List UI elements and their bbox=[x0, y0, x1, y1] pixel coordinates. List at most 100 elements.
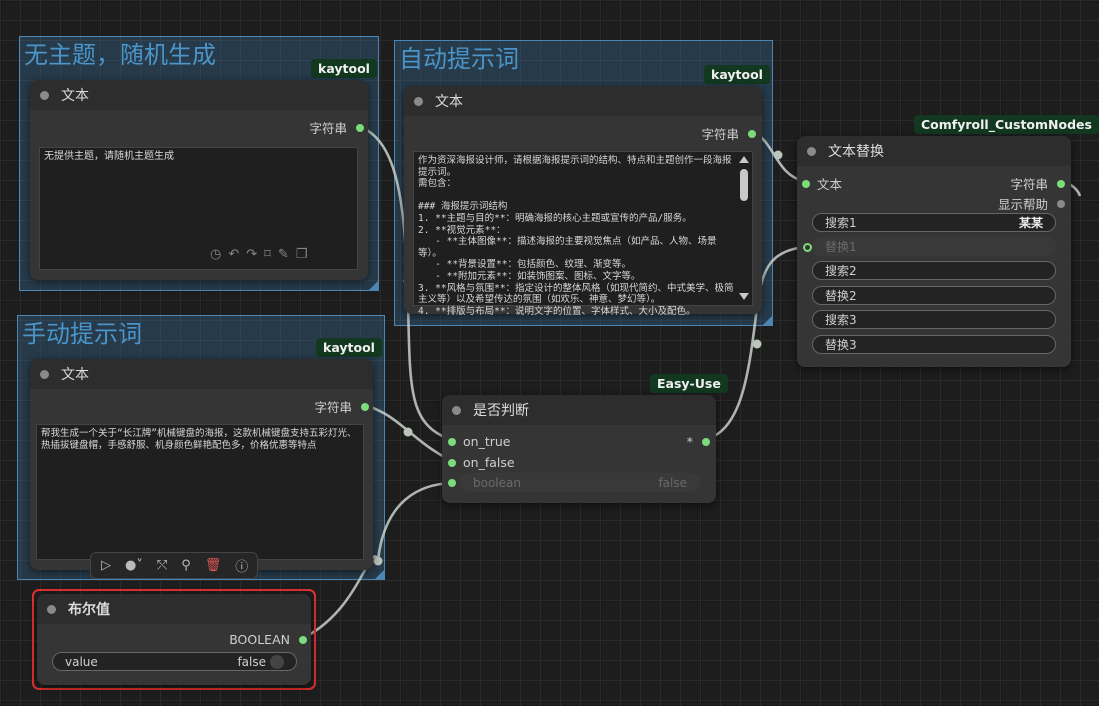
node-header[interactable]: 是否判断 bbox=[442, 395, 716, 425]
group-title: 自动提示词 bbox=[399, 45, 519, 73]
node-header[interactable]: 文本 bbox=[30, 80, 368, 110]
widget-name: 搜索2 bbox=[825, 264, 857, 278]
replace3-field[interactable]: 替换3 bbox=[812, 335, 1056, 354]
copy-icon[interactable]: ❐ bbox=[295, 247, 308, 262]
pin-icon[interactable]: ⚲ bbox=[181, 558, 191, 573]
selection-toolbox: ▷ ●˅ ⤲ ⚲ 🗑 ⓘ bbox=[90, 552, 258, 579]
bookmark-icon[interactable]: ⌑ bbox=[264, 247, 271, 262]
redo-icon[interactable]: ↷ bbox=[246, 247, 258, 262]
magic-wand-icon[interactable]: ✎ bbox=[277, 247, 289, 262]
input-label: on_true bbox=[463, 434, 511, 449]
output-port-icon[interactable] bbox=[356, 123, 364, 132]
widget-value: 某某 bbox=[1018, 216, 1043, 230]
output-port-icon[interactable] bbox=[299, 635, 307, 644]
output-port-icon[interactable] bbox=[1057, 179, 1065, 188]
node-title: 布尔值 bbox=[68, 602, 110, 618]
widget-name: value bbox=[65, 654, 98, 669]
output-label: 字符串 bbox=[701, 127, 739, 142]
textarea-scrollbar[interactable] bbox=[738, 156, 749, 301]
output-port-icon[interactable] bbox=[1057, 199, 1065, 208]
input-port-icon[interactable] bbox=[448, 437, 456, 446]
node-title: 文本 bbox=[435, 94, 463, 110]
help-icon[interactable]: ⓘ bbox=[235, 560, 249, 575]
input-on-false[interactable]: on_false bbox=[448, 455, 515, 470]
output-string[interactable]: 字符串 bbox=[1010, 174, 1065, 193]
if-else-node[interactable]: 是否判断 on_true on_false * boolean false bbox=[442, 395, 716, 503]
group-resize-handle[interactable] bbox=[763, 316, 772, 325]
output-label: BOOLEAN bbox=[229, 632, 290, 647]
text-input[interactable]: 无提供主题，请随机主题生成 bbox=[39, 147, 358, 270]
collapse-dot-icon[interactable] bbox=[40, 369, 49, 379]
group-resize-handle[interactable] bbox=[375, 570, 384, 579]
output-any[interactable]: * bbox=[687, 434, 710, 449]
node-header[interactable]: 文本替换 bbox=[797, 136, 1071, 166]
text-node-auto[interactable]: 文本 字符串 作为资深海报设计师，请根据海报提示词的结构、特点和主题创作一段海报… bbox=[404, 86, 762, 317]
history-icon[interactable]: ◷ bbox=[210, 247, 222, 262]
input-port-icon[interactable] bbox=[448, 479, 456, 487]
output-label: 字符串 bbox=[1010, 177, 1048, 192]
widget-name: 搜索1 bbox=[825, 216, 857, 230]
collapse-dot-icon[interactable] bbox=[452, 405, 461, 415]
text-input[interactable]: 帮我生成一个关于“长江牌”机械键盘的海报，这款机械键盘支持五彩灯光、热插拔键盘帽… bbox=[36, 424, 364, 560]
undo-icon[interactable]: ↶ bbox=[228, 247, 240, 262]
toggle-knob-icon bbox=[270, 654, 284, 669]
play-icon[interactable]: ▷ bbox=[101, 558, 111, 573]
search3-field[interactable]: 搜索3 bbox=[812, 310, 1056, 329]
search1-field[interactable]: 搜索1 某某 bbox=[812, 213, 1056, 232]
boolean-node[interactable]: 布尔值 BOOLEAN value false bbox=[37, 594, 311, 685]
node-title: 文本 bbox=[61, 88, 89, 104]
node-header[interactable]: 文本 bbox=[404, 86, 762, 116]
output-string[interactable]: 字符串 bbox=[309, 118, 364, 137]
node-title: 文本替换 bbox=[828, 144, 884, 160]
input-port-icon[interactable] bbox=[448, 458, 456, 467]
text-node-random[interactable]: 文本 字符串 无提供主题，请随机主题生成 ◷ ↶ ↷ ⌑ ✎ ❐ bbox=[30, 80, 368, 280]
output-port-icon[interactable] bbox=[702, 437, 710, 446]
node-header[interactable]: 文本 bbox=[30, 359, 373, 389]
node-title: 文本 bbox=[61, 367, 89, 383]
bypass-icon[interactable]: ⤲ bbox=[156, 558, 168, 573]
node-title: 是否判断 bbox=[473, 403, 529, 419]
scroll-down-icon[interactable] bbox=[738, 293, 749, 300]
node-header[interactable]: 布尔值 bbox=[37, 594, 311, 624]
widget-value: false bbox=[658, 475, 687, 490]
input-label: 文本 bbox=[817, 177, 843, 192]
output-string[interactable]: 字符串 bbox=[314, 397, 369, 416]
output-label: 字符串 bbox=[314, 400, 352, 415]
widget-name: boolean bbox=[473, 475, 521, 490]
output-label: 显示帮助 bbox=[997, 197, 1048, 212]
output-port-icon[interactable] bbox=[361, 402, 369, 411]
group-title: 手动提示词 bbox=[22, 320, 142, 348]
widget-name: 搜索3 bbox=[825, 313, 857, 327]
color-picker-icon[interactable]: ●˅ bbox=[125, 558, 143, 573]
delete-icon[interactable]: 🗑 bbox=[204, 558, 222, 573]
output-label: * bbox=[686, 434, 693, 449]
output-boolean[interactable]: BOOLEAN bbox=[229, 632, 307, 647]
text-node-manual[interactable]: 文本 字符串 帮我生成一个关于“长江牌”机械键盘的海报，这款机械键盘支持五彩灯光… bbox=[30, 359, 373, 570]
group-resize-handle[interactable] bbox=[369, 281, 378, 290]
scroll-thumb[interactable] bbox=[739, 169, 748, 201]
widget-value: false bbox=[237, 654, 266, 669]
input-text[interactable]: 文本 bbox=[802, 174, 842, 193]
collapse-dot-icon[interactable] bbox=[40, 90, 49, 100]
boolean-toggle[interactable]: value false bbox=[52, 652, 297, 671]
selection-outline bbox=[32, 589, 316, 690]
collapse-dot-icon[interactable] bbox=[47, 604, 56, 614]
widget-name: 替换3 bbox=[825, 338, 857, 352]
replace2-field[interactable]: 替换2 bbox=[812, 286, 1056, 305]
input-port-icon[interactable] bbox=[803, 243, 812, 252]
widget-name: 替换2 bbox=[825, 289, 857, 303]
text-input[interactable]: 作为资深海报设计师，请根据海报提示词的结构、特点和主题创作一段海报提示词。 需包… bbox=[413, 151, 753, 317]
scroll-up-icon[interactable] bbox=[738, 156, 749, 163]
replace1-field[interactable]: 替换1 bbox=[812, 237, 1056, 256]
output-port-icon[interactable] bbox=[748, 129, 756, 138]
widget-name: 替换1 bbox=[825, 240, 857, 254]
boolean-widget[interactable]: boolean false bbox=[460, 473, 700, 492]
collapse-dot-icon[interactable] bbox=[414, 96, 423, 106]
input-port-icon[interactable] bbox=[802, 179, 810, 188]
search2-field[interactable]: 搜索2 bbox=[812, 261, 1056, 280]
output-string[interactable]: 字符串 bbox=[701, 124, 756, 143]
text-replace-node[interactable]: 文本替换 文本 字符串 显示帮助 搜索1 某某 替换1 搜索2 替换2 搜索3 … bbox=[797, 136, 1071, 367]
input-on-true[interactable]: on_true bbox=[448, 434, 510, 449]
output-show-help[interactable]: 显示帮助 bbox=[998, 194, 1065, 213]
collapse-dot-icon[interactable] bbox=[807, 146, 816, 156]
